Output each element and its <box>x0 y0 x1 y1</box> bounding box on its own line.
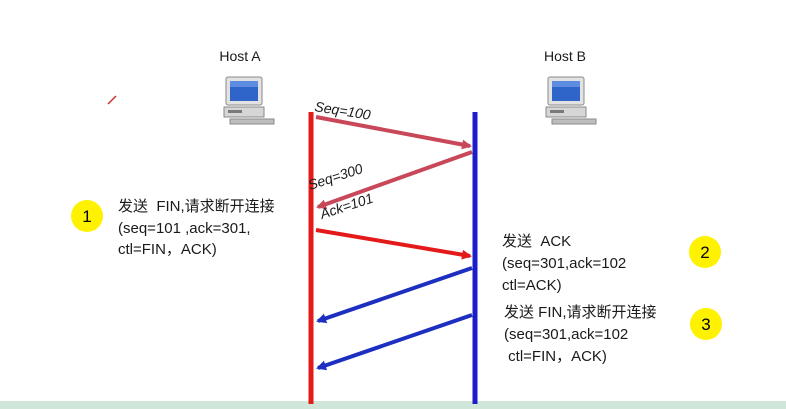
arrow-seq300-ack101 <box>316 150 473 210</box>
arrow-ack-step2 <box>316 266 473 324</box>
step-1-line-1: 发送 FIN,请求断开连接 <box>118 198 275 215</box>
arrow-seq100 <box>315 115 472 150</box>
step-number-1: 1 <box>82 207 91 226</box>
step-1-line-3: ctl=FIN，ACK) <box>118 241 217 258</box>
arrow-label-ack101: Ack=101 <box>317 190 375 222</box>
host-b-label: Host B <box>544 48 586 64</box>
step-badge-3 <box>690 308 722 340</box>
arrow-label-seq300: Seq=300 <box>306 160 365 193</box>
host-a-label: Host A <box>219 48 261 64</box>
step-number-3: 3 <box>701 315 710 334</box>
step-2-line-3: ctl=ACK) <box>502 277 562 294</box>
arrow-fin-ack-step1 <box>315 228 472 260</box>
computer-icon <box>223 76 275 125</box>
arrow-fin-ack-step3 <box>316 313 473 371</box>
step-3-line-3: ctl=FIN，ACK) <box>504 348 607 365</box>
computer-icon <box>545 76 597 125</box>
step-3-line-2: (seq=301,ack=102 <box>504 326 628 343</box>
step-badge-2 <box>689 236 721 268</box>
pen-cursor-icon <box>107 95 117 105</box>
bottom-strip <box>0 401 786 409</box>
step-2-line-1: 发送 ACK <box>502 233 571 250</box>
step-badge-1 <box>71 200 103 232</box>
step-number-2: 2 <box>700 243 709 262</box>
step-1-line-2: (seq=101 ,ack=301, <box>118 220 251 237</box>
step-2-line-2: (seq=301,ack=102 <box>502 255 626 272</box>
step-3-line-1: 发送 FIN,请求断开连接 <box>504 304 657 321</box>
